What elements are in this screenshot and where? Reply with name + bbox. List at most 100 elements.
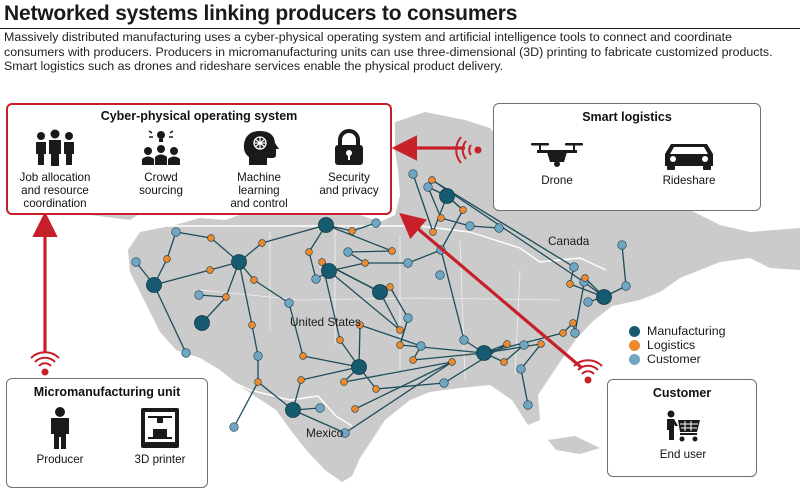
network-link (292, 409, 346, 434)
customer-node (416, 341, 426, 351)
logistics-node (386, 283, 394, 291)
network-link (343, 361, 453, 383)
network-link (328, 270, 401, 331)
customer-node (570, 328, 580, 338)
manufacturing-node (372, 284, 388, 300)
logistics-node (318, 258, 326, 266)
logistics-node (351, 405, 359, 413)
logistics-node (250, 276, 258, 284)
logistics-node (396, 326, 404, 334)
logistics-node (503, 340, 511, 348)
logistics-node (305, 248, 313, 256)
logistics-node (409, 356, 417, 364)
network-link (574, 277, 586, 334)
logistics-node (297, 376, 305, 384)
wireless-signal-icon (30, 351, 60, 376)
logistics-node (388, 247, 396, 255)
logistics-node (207, 234, 215, 242)
legend-swatch (629, 325, 640, 337)
group-icon (36, 129, 74, 166)
cps-item-label: Machine learning and control (230, 171, 288, 210)
manufacturing-node (321, 263, 337, 279)
customer-node (583, 297, 593, 307)
logistics-item-rideshare: Rideshare (644, 140, 734, 187)
logistics-node (356, 321, 364, 329)
customer-node (371, 218, 381, 228)
customer-node (403, 313, 413, 323)
network-link (407, 249, 442, 264)
customer-node (516, 364, 526, 374)
customer-node (459, 335, 469, 345)
customer-node (311, 274, 321, 284)
manufacturing-node (439, 188, 455, 204)
network-link (375, 382, 445, 390)
manufacturing-node (596, 289, 612, 305)
customer-node (621, 281, 631, 291)
arrow-customer-to-cps (399, 212, 584, 370)
network-link (389, 286, 409, 319)
map-label-mexico: Mexico (306, 426, 344, 440)
manufacturing-node (146, 277, 162, 293)
customer-node (284, 298, 294, 308)
logistics-node (448, 358, 456, 366)
drone-icon (531, 143, 583, 167)
logistics-node (248, 321, 256, 329)
logistics-node (348, 227, 356, 235)
manufacturing-node (351, 359, 367, 375)
legend-swatch (629, 353, 640, 365)
person-icon (51, 407, 69, 449)
logistics-item-label: Rideshare (662, 174, 716, 187)
micro-item-label: Producer (36, 453, 84, 466)
network-link (431, 179, 585, 283)
customer-node (403, 258, 413, 268)
caribbean-landmass (548, 436, 600, 454)
crowd-idea-icon (142, 130, 180, 165)
network-link (440, 249, 465, 341)
network-link (440, 209, 464, 251)
logistics-node (581, 274, 589, 282)
micro-item-label: 3D printer (134, 453, 186, 466)
logistics-node (361, 259, 369, 267)
micromanufacturing-title: Micromanufacturing unit (33, 385, 181, 399)
manufacturing-node (194, 315, 210, 331)
network-link (412, 173, 434, 233)
customer-node (523, 400, 533, 410)
network-link (238, 261, 253, 326)
logistics-node (559, 329, 567, 337)
legend: Manufacturing Logistics Customer (629, 324, 726, 366)
customer-node (435, 270, 445, 280)
logistics-node (437, 214, 445, 222)
wireless-signal-icon (573, 359, 603, 384)
logistics-node (206, 266, 214, 274)
legend-swatch (629, 339, 640, 351)
network-link (308, 251, 317, 280)
network-link (427, 186, 442, 219)
logistics-node (428, 176, 436, 184)
logistics-item-label: Drone (541, 174, 573, 187)
manufacturing-node (318, 217, 334, 233)
customer-node (465, 221, 475, 231)
smart-logistics-title: Smart logistics (582, 110, 672, 124)
cps-item-label: Security and privacy (319, 171, 379, 197)
micromanufacturing-box: Micromanufacturing unit Producer 3D prin… (6, 378, 208, 488)
customer-node (171, 227, 181, 237)
customer-node (181, 348, 191, 358)
network-link (288, 302, 304, 357)
legend-label: Logistics (647, 338, 696, 352)
logistics-item-drone: Drone (512, 140, 602, 187)
network-link (153, 269, 211, 286)
us-mexico-border (211, 371, 353, 427)
network-link (261, 224, 327, 244)
logistics-node (163, 255, 171, 263)
customer-node (569, 262, 579, 272)
customer-node (253, 351, 263, 361)
customer-node (131, 257, 141, 267)
network-link (166, 231, 177, 260)
cps-item-job-allocation: Job allocation and resource coordination (14, 129, 96, 210)
customer-node (494, 223, 504, 233)
network-link (347, 250, 393, 253)
customer-item-label: End user (659, 448, 707, 461)
map-label-united-states: United States (290, 315, 361, 329)
logistics-node (566, 280, 574, 288)
network-link (325, 224, 393, 252)
